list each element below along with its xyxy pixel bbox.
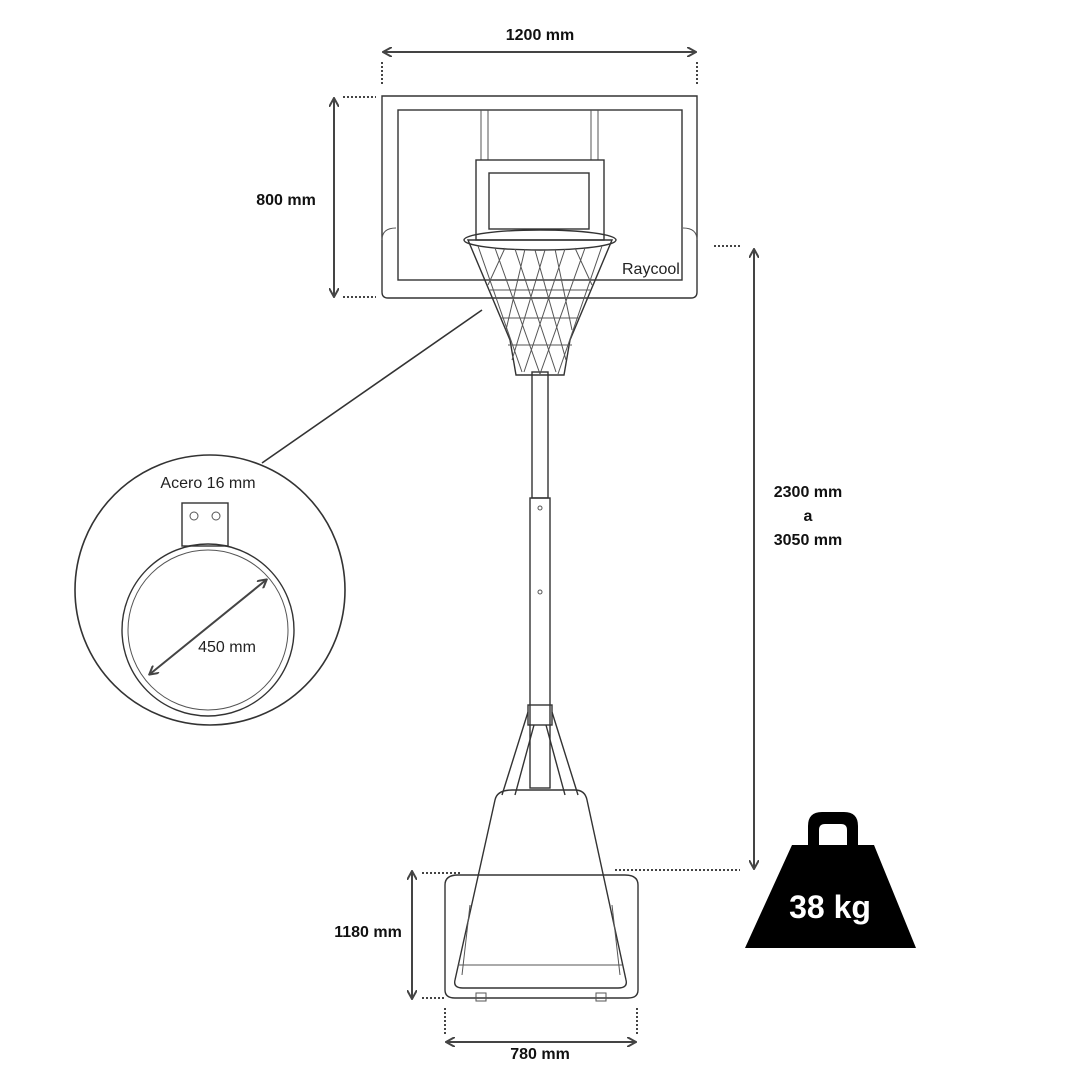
pole (501, 371, 579, 796)
material-label: Acero 16 mm (160, 475, 255, 492)
dimension-backboard-width: 1200 mm (381, 27, 698, 86)
dimension-base-width: 780 mm (444, 1008, 638, 1063)
base-height-label: 1180 mm (334, 924, 402, 941)
base-width-label: 780 mm (510, 1046, 570, 1063)
dimension-base-height: 1180 mm (334, 872, 460, 998)
rim-net (463, 229, 617, 376)
backboard: Raycool (381, 95, 698, 299)
backboard-width-label: 1200 mm (506, 27, 575, 44)
dimension-backboard-height: 800 mm (256, 96, 376, 298)
brand-label: Raycool (622, 261, 680, 278)
rim-detail-callout: Acero 16 mm 450 mm (74, 309, 483, 726)
backboard-height-label: 800 mm (256, 192, 316, 209)
weight-icon: 38 kg (745, 812, 916, 948)
height-to-label: 3050 mm (774, 532, 843, 549)
weight-label: 38 kg (789, 889, 871, 925)
dimension-rim-height: 2300 mm a 3050 mm (615, 245, 843, 871)
rim-diameter-label: 450 mm (198, 639, 256, 656)
height-from-label: 2300 mm (774, 484, 843, 501)
height-sep-label: a (804, 508, 813, 525)
base (444, 789, 639, 1002)
